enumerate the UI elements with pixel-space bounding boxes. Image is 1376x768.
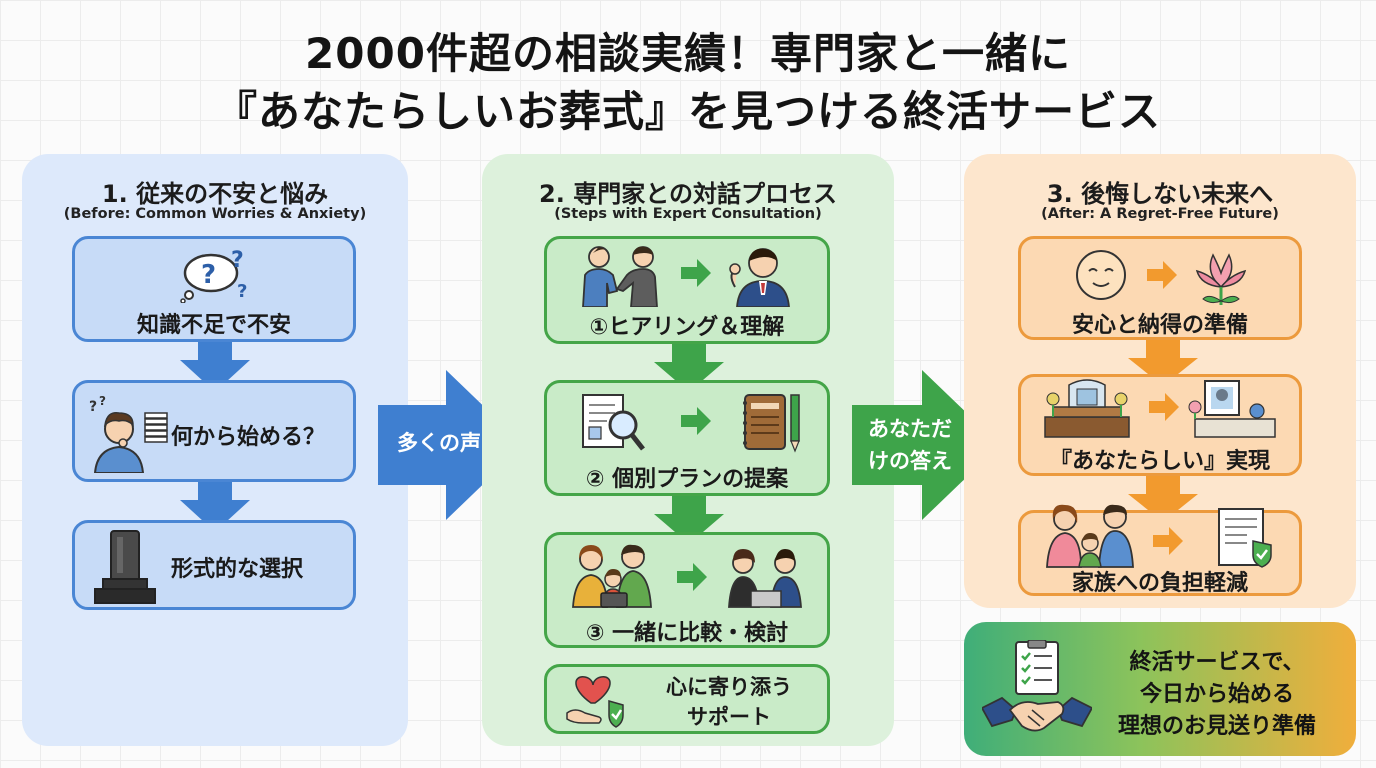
big-arrow-right-icon: [378, 370, 524, 520]
after-panel-title: 3. 後悔しない未来へ: [1046, 180, 1274, 208]
arrow-down-icon: [180, 342, 250, 392]
svg-text:?: ?: [231, 248, 244, 273]
svg-text:?: ?: [99, 394, 106, 408]
card-hearing: ①ヒアリング＆理解: [544, 236, 830, 344]
family-document-icon: [1046, 504, 1272, 568]
arrow-down-icon: [654, 496, 724, 544]
card-plan-proposal: ② 個別プランの提案: [544, 380, 830, 496]
card-where-to-start: ? ? 何から始める？: [72, 380, 356, 482]
support-label-line2: サポート: [687, 705, 771, 729]
arrow-down-icon: [1128, 340, 1198, 386]
card-reduce-burden: 家族への負担軽減: [1018, 504, 1302, 596]
big-arrow-right-icon: [852, 370, 1000, 520]
question-thought-icon: ? ? ?: [180, 248, 247, 303]
card-label: 知識不足で不安: [136, 313, 291, 338]
document-magnifier-icon: [582, 394, 800, 453]
answer-label-line1: あなただ: [868, 417, 952, 441]
before-panel: 1. 従来の不安と悩み (Before: Common Worries & An…: [22, 154, 408, 746]
svg-text:?: ?: [237, 281, 247, 302]
card-support: 心に寄り添う サポート: [544, 664, 830, 734]
card-label: ③ 一緒に比較・検討: [585, 621, 789, 646]
arrow-down-icon: [1128, 476, 1198, 522]
card-lack-of-knowledge: ? ? ? 知識不足で不安: [72, 236, 356, 342]
process-panel-title: 2. 専門家との対話プロセス: [539, 180, 837, 208]
cta-line1: 終活サービスで、: [1129, 650, 1305, 675]
card-label: 形式的な選択: [171, 557, 304, 582]
svg-text:?: ?: [89, 399, 97, 415]
voices-label: 多くの声: [397, 431, 481, 455]
card-label: 何から始める？: [171, 425, 326, 450]
handshake-people-icon: [582, 246, 790, 307]
cta-banner: 終活サービスで、 今日から始める 理想のお見送り準備: [964, 622, 1356, 756]
card-label: 安心と納得の準備: [1071, 313, 1248, 338]
page-title-line2: 『あなたらしいお葬式』を見つける終活サービス: [214, 87, 1161, 136]
before-panel-subtitle: (Before: Common Worries & Anxiety): [63, 206, 367, 222]
card-label: 『あなたらしい』実現: [1049, 449, 1270, 474]
card-label: 家族への負担軽減: [1071, 571, 1248, 596]
card-compare-together: ③ 一緒に比較・検討: [544, 532, 830, 648]
before-panel-title: 1. 従来の不安と悩み: [101, 180, 329, 208]
answer-label-line2: けの答え: [868, 449, 952, 473]
arrow-down-icon: [180, 482, 250, 532]
process-panel-subtitle: (Steps with Expert Consultation): [554, 206, 822, 222]
card-label: ①ヒアリング＆理解: [589, 315, 785, 340]
smile-lotus-icon: [1076, 250, 1247, 305]
confused-person-icon: ? ?: [89, 394, 168, 473]
page-title-line1: 2000件超の相談実績！専門家と一緒に: [305, 29, 1071, 78]
card-formal-choice: 形式的な選択: [72, 520, 356, 610]
after-panel-subtitle: (After: A Regret-Free Future): [1041, 206, 1279, 222]
cta-line2: 今日から始める: [1139, 682, 1294, 707]
support-label-line1: 心に寄り添う: [666, 675, 792, 699]
checklist-handshake-icon: [982, 640, 1092, 732]
svg-text:?: ?: [201, 260, 216, 290]
family-consult-icon: [572, 544, 802, 608]
process-panel: 2. 専門家との対話プロセス (Steps with Expert Consul…: [482, 154, 894, 746]
card-your-style: 『あなたらしい』実現: [1018, 374, 1302, 476]
gravestone-icon: [94, 530, 156, 604]
altar-icon: [1044, 379, 1276, 438]
after-panel: 3. 後悔しない未来へ (After: A Regret-Free Future…: [964, 154, 1356, 608]
heart-hand-icon: [566, 676, 624, 728]
card-peace-of-mind: 安心と納得の準備: [1018, 236, 1302, 340]
arrow-down-icon: [654, 344, 724, 392]
card-label: ② 個別プランの提案: [585, 467, 789, 492]
cta-line3: 理想のお見送り準備: [1117, 714, 1316, 739]
